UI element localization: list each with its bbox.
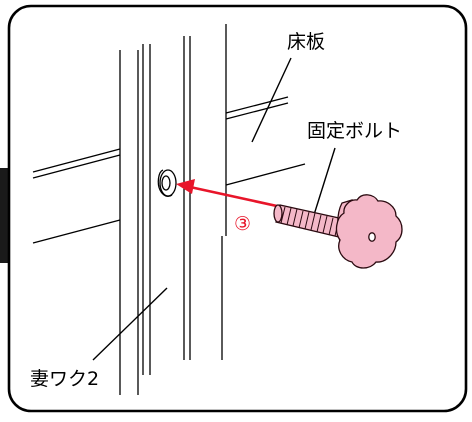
fixing-bolt-illustration <box>273 194 403 269</box>
floor-board-lines <box>32 96 306 244</box>
end-frame-uprights <box>119 24 227 395</box>
leader-lines <box>92 57 336 361</box>
step-number-badge: ③ <box>234 213 252 235</box>
bolt-hole-icon <box>157 169 177 197</box>
insert-arrow-icon <box>176 179 287 210</box>
fixing-bolt-label: 固定ボルト <box>307 120 403 142</box>
end-frame-label: 妻ワク2 <box>30 368 100 390</box>
floor-board-label: 床板 <box>287 31 326 53</box>
diagram-frame <box>7 4 468 413</box>
